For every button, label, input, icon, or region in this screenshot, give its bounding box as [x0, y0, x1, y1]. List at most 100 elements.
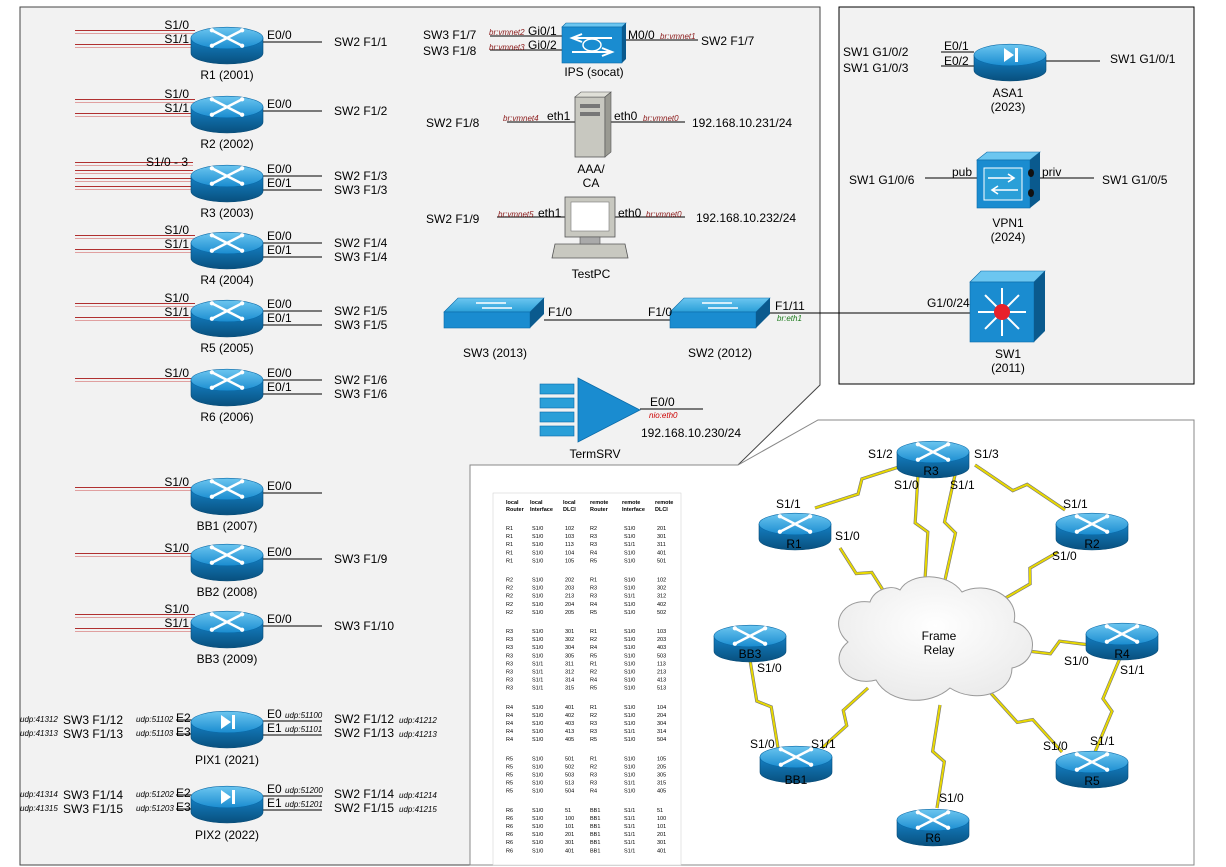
fr-link-cloud-r5 [987, 689, 1063, 753]
udp-near: udp:51202 [136, 790, 174, 799]
dlci-cell: S1/0 [532, 729, 543, 735]
fr-link-r3-r2 [974, 464, 1066, 511]
ips-arrows [569, 33, 615, 57]
dlci-cell: S1/0 [624, 629, 635, 635]
asa1-l1-port: E0/1 [944, 39, 969, 53]
dlci-cell: R4 [590, 789, 597, 795]
dlci-cell: 304 [657, 721, 666, 727]
dlci-cell: S1/0 [532, 832, 543, 838]
eth-port-label: E0/0 [267, 97, 292, 111]
vpn1-r-port: priv [1042, 165, 1061, 179]
termsrv-bar [539, 383, 575, 395]
dlci-cell: S1/0 [532, 808, 543, 814]
dlci-cell: 504 [565, 789, 574, 795]
dlci-cell: S1/0 [532, 629, 543, 635]
dlci-cell: S1/1 [532, 686, 543, 692]
dlci-cell: S1/1 [624, 840, 635, 846]
dlci-cell: S1/0 [532, 594, 543, 600]
dlci-cell: R4 [590, 550, 597, 556]
dlci-cell: 405 [657, 789, 666, 795]
pix-target: SW2 F1/15 [334, 801, 394, 815]
serial-label: S1/0 [164, 475, 189, 489]
dlci-cell: R4 [590, 678, 597, 684]
eth-port-label: E0/0 [267, 229, 292, 243]
dlci-cell: S1/0 [532, 653, 543, 659]
fr-link-r3-cloud-b [943, 474, 957, 581]
pix-target: SW2 F1/14 [334, 787, 394, 801]
serial-label: S1/0 [164, 602, 189, 616]
dlci-cell: S1/0 [532, 610, 543, 616]
dlci-cell: R3 [590, 534, 597, 540]
sw2-port-right: F1/11 [775, 299, 805, 313]
dlci-cell: 103 [657, 629, 666, 635]
dlci-cell: R4 [506, 729, 513, 735]
vpn-dot [1028, 169, 1034, 177]
dlci-cell: 105 [565, 558, 574, 564]
pc-r-port: eth0 [618, 206, 642, 220]
dlci-cell: S1/0 [624, 705, 635, 711]
fr-port: S1/1 [1063, 497, 1088, 511]
dlci-cell: S1/1 [624, 824, 635, 830]
udp-far: udp:41212 [399, 716, 437, 725]
dlci-cell: 204 [565, 602, 574, 608]
dlci-cell: 304 [565, 645, 574, 651]
ips-l2-target: SW3 F1/8 [423, 44, 477, 58]
dlci-cell: R5 [590, 686, 597, 692]
dlci-cell: R3 [590, 594, 597, 600]
pix-port: E3 [176, 800, 191, 814]
eth-port-label: E0/1 [267, 176, 292, 190]
pc-r-br: br:vmnet0 [646, 210, 682, 219]
dlci-cell: R2 [506, 578, 513, 584]
dlci-cell: S1/0 [624, 764, 635, 770]
dlci-cell: S1/0 [624, 602, 635, 608]
dlci-cell: S1/0 [624, 670, 635, 676]
dlci-cell: 401 [657, 848, 666, 854]
dlci-header: remote [590, 500, 608, 506]
dlci-cell: R3 [590, 729, 597, 735]
dlci-cell: S1/0 [532, 756, 543, 762]
dlci-cell: R6 [506, 816, 513, 822]
serial-label: S1/0 [164, 291, 189, 305]
fr-router-bb1 [759, 745, 833, 784]
fr-router-r6 [896, 808, 970, 847]
fr-link-cloud-r6 [931, 704, 946, 809]
dlci-cell: R3 [590, 721, 597, 727]
pix-port: E2 [176, 711, 191, 725]
dlci-cell: 104 [657, 705, 666, 711]
termsrv-port: E0/0 [650, 395, 675, 409]
vpn-top [976, 151, 1041, 161]
dlci-cell: R2 [506, 594, 513, 600]
pc-l-br: br:vmnet5 [498, 210, 534, 219]
dlci-cell: R5 [506, 764, 513, 770]
dlci-cell: R2 [506, 602, 513, 608]
dlci-cell: S1/0 [624, 678, 635, 684]
sw1-port: G1/0/24 [927, 296, 970, 310]
fr-router-r4 [1085, 622, 1159, 661]
dlci-cell: 101 [657, 824, 666, 830]
dlci-cell: 113 [565, 542, 574, 548]
dlci-cell: S1/0 [532, 550, 543, 556]
pix-target: SW2 F1/12 [334, 712, 394, 726]
udp-far: udp:41312 [20, 715, 58, 724]
pix-name: PIX1 (2021) [195, 753, 259, 767]
dlci-cell: S1/1 [532, 661, 543, 667]
dlci-cell: 312 [657, 594, 666, 600]
eth-target-label: SW2 F1/5 [334, 304, 388, 318]
dlci-cell: S1/0 [532, 705, 543, 711]
pix-port: E1 [267, 796, 282, 810]
fr-port: S1/0 [1064, 654, 1089, 668]
router-5 [190, 299, 264, 338]
fr-port: S1/1 [776, 497, 801, 511]
dlci-cell: R2 [590, 637, 597, 643]
fr-port: S1/1 [1120, 663, 1145, 677]
dlci-cell: 513 [565, 781, 574, 787]
ips-l1-br: br:vmnet2 [489, 28, 525, 37]
pix-port: E0 [267, 782, 282, 796]
dlci-cell: R5 [506, 789, 513, 795]
dlci-cell: R3 [506, 645, 513, 651]
dlci-header: DLCI [563, 507, 576, 513]
dlci-cell: R5 [590, 653, 597, 659]
asa1-l2-port: E0/2 [944, 54, 969, 68]
udp-near: udp:51101 [285, 725, 322, 734]
aaa-ip: 192.168.10.231/24 [692, 116, 792, 130]
